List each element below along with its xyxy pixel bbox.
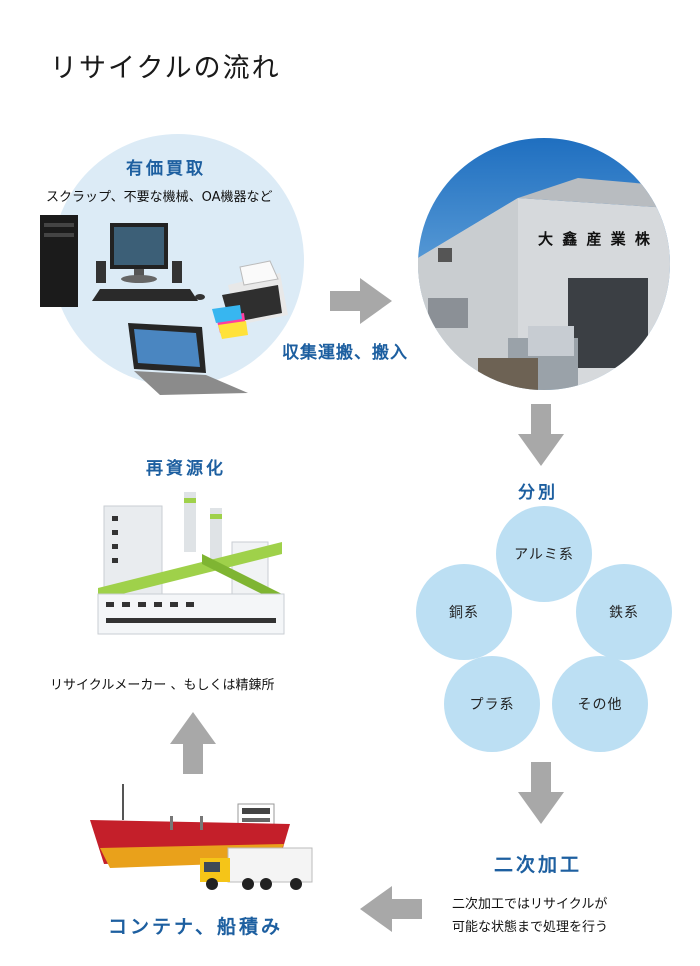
keyboard-icon (92, 289, 198, 301)
pc-tower-icon (40, 215, 78, 307)
printer-icon (212, 260, 288, 339)
sort-item-iron: 鉄系 (576, 564, 672, 660)
recycle-factory-icon (97, 492, 285, 635)
purchase-heading: 有価買取 (126, 159, 206, 179)
arrow-up-icon (170, 712, 216, 774)
transport-label: 収集運搬、搬入 (282, 343, 408, 363)
arrow-left-icon (360, 886, 422, 932)
truck-icon (200, 847, 313, 890)
ship-truck-illustration (90, 784, 313, 890)
secondary-desc-line1: 二次加工ではリサイクルが (452, 897, 608, 912)
factory-sign: 大 鑫 産 業 株 (538, 230, 652, 248)
sort-item-aluminum: アルミ系 (496, 506, 592, 602)
sort-item-plastic: プラ系 (444, 656, 540, 752)
page-title: リサイクルの流れ (50, 53, 281, 84)
secondary-heading: 二次加工 (494, 854, 583, 876)
sort-item-copper: 銅系 (416, 564, 512, 660)
laptop-icon (128, 323, 248, 395)
recycle-caption: リサイクルメーカー 、もしくは精錬所 (50, 678, 275, 693)
sorting-heading: 分別 (518, 483, 558, 503)
factory-photo-circle (418, 138, 670, 390)
secondary-desc-line2: 可能な状態まで処理を行う (452, 920, 609, 935)
recycle-heading: 再資源化 (146, 459, 226, 479)
arrow-down-icon (518, 762, 564, 824)
arrow-right-icon (330, 278, 392, 324)
arrow-down-icon (518, 404, 564, 466)
shipping-label: コンテナ、船積み (108, 916, 284, 938)
sort-item-other: その他 (552, 656, 648, 752)
purchase-subtext: スクラップ、不要な機械、OA機器など (46, 190, 273, 205)
office-equipment-illustration (40, 215, 288, 395)
